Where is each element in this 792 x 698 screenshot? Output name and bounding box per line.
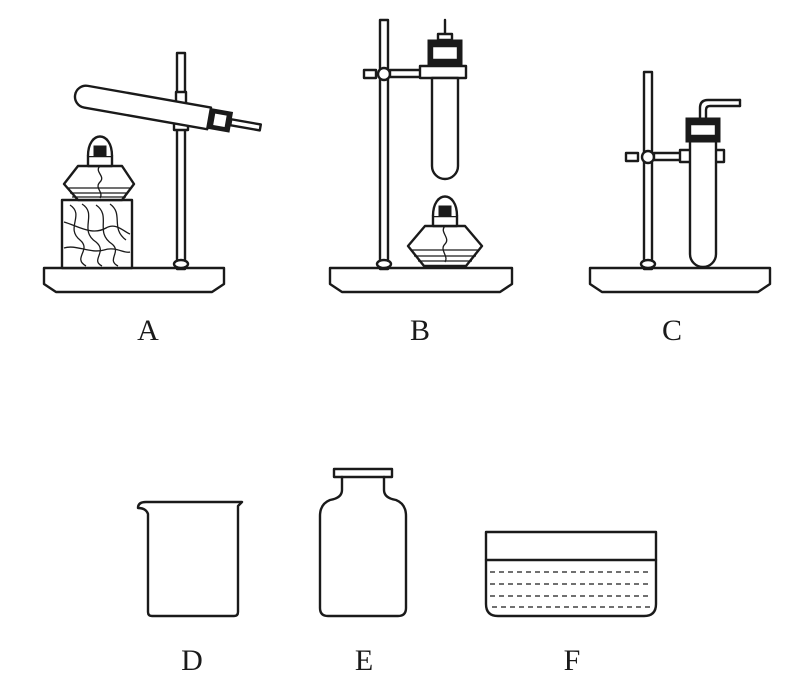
delivery-tube-c: [698, 98, 742, 120]
label-e: E: [354, 644, 374, 677]
gas-collecting-bottle: [318, 467, 408, 618]
test-tube-c: [688, 138, 718, 269]
beaker: [136, 500, 244, 618]
water-trough: [484, 530, 658, 618]
alcohol-lamp-b: [406, 224, 484, 268]
label-f: F: [563, 644, 581, 677]
label-b: B: [409, 314, 430, 347]
stand-rod-c: [642, 70, 654, 271]
stand-base-b: [328, 266, 514, 294]
stand-rod-a: [175, 51, 187, 271]
apparatus-a: [42, 51, 263, 294]
test-tube-a: [73, 84, 213, 131]
stand-base-c: [588, 266, 772, 294]
apparatus-c: [588, 70, 772, 294]
stand-rod-b: [378, 18, 390, 271]
stand-base-a: [42, 266, 226, 294]
wood-block: [60, 198, 134, 270]
label-d: D: [181, 644, 203, 677]
test-tube-b: [430, 76, 460, 181]
label-a: A: [137, 314, 159, 347]
label-c: C: [661, 314, 682, 347]
apparatus-b: [328, 18, 514, 294]
